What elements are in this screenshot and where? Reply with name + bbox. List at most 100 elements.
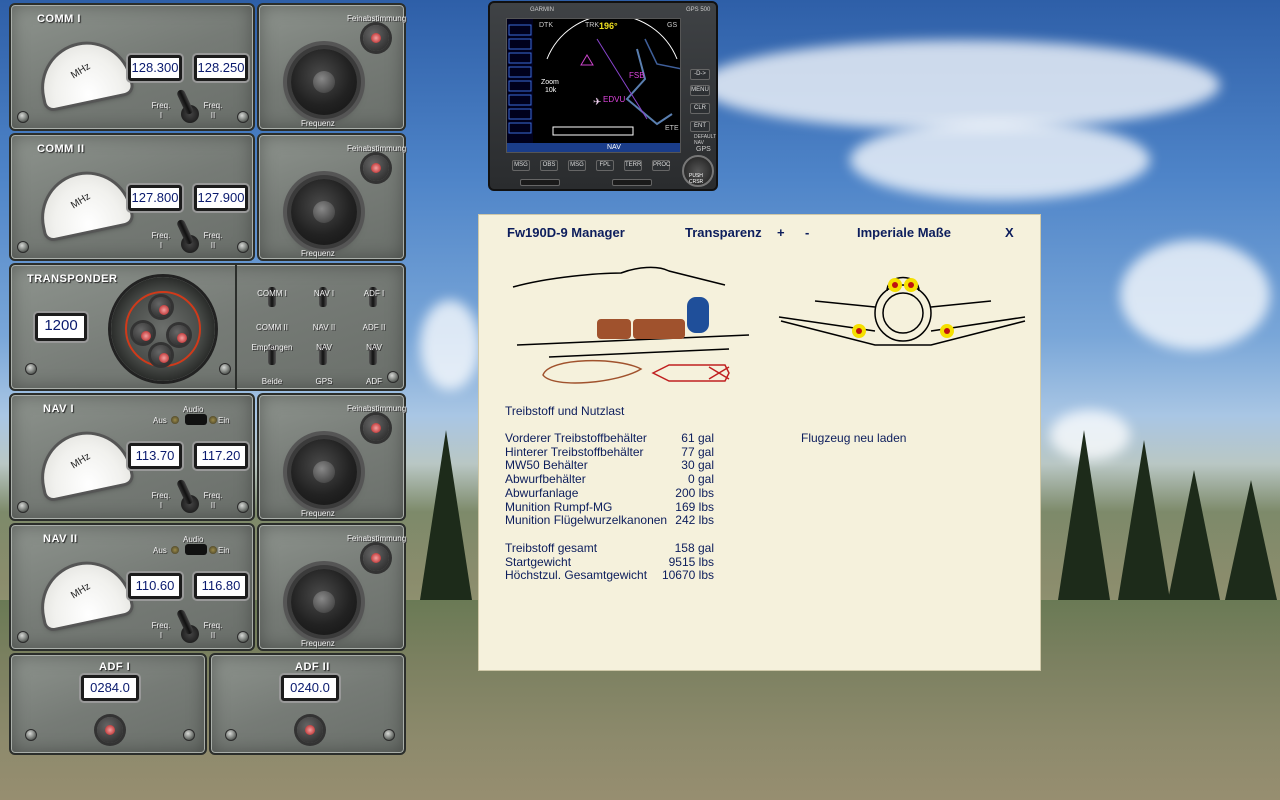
comm1-coarse-knob[interactable] [291, 49, 357, 115]
units-toggle-button[interactable]: Imperiale Maße [857, 225, 951, 240]
transponder-dial[interactable] [111, 277, 215, 381]
gps-nav-label: NAV [607, 144, 621, 151]
gps-push-crsr-label: PUSH CRSR [689, 173, 704, 185]
payload-row-value[interactable]: 61 gal [681, 431, 714, 445]
nav2-fine-label: Feinabstimmung [347, 534, 407, 543]
gps-btn-ent[interactable]: ENT [690, 121, 710, 132]
comm2-standby-freq[interactable]: 127.900 [194, 185, 248, 211]
gps-btn-bottom-2[interactable]: OBS [540, 160, 558, 171]
screw [237, 111, 249, 123]
gps-btn-direct[interactable]: -D-> [690, 69, 710, 80]
transponder-panel: TRANSPONDER 1200 COMM I COMM II NAV I NA… [9, 263, 406, 391]
switch-comm-label: COMM I COMM II [256, 289, 288, 332]
transparency-plus-button[interactable]: + [777, 225, 785, 240]
gps-btn-menu[interactable]: MENU [690, 85, 710, 96]
gps-btn-bottom-5[interactable]: TERR [624, 160, 642, 171]
gps-btn-bottom-6[interactable]: PROC [652, 160, 670, 171]
transponder-dial-ring [125, 291, 201, 367]
switch-nav-gps[interactable] [319, 345, 327, 365]
payload-row-value[interactable]: 200 lbs [675, 485, 714, 500]
switch-nav-select[interactable] [319, 287, 327, 307]
total-row-label: Höchstzul. Gesamtgewicht [505, 568, 648, 583]
comm1-fine-knob[interactable] [363, 25, 389, 51]
payload-row-label: Munition Rumpf-MG [505, 499, 613, 514]
comm2-freq-lever[interactable] [175, 218, 195, 246]
comm2-panel: COMM II MHz 127.800 127.900 Freq. I Freq… [9, 133, 255, 261]
rear-tank-icon[interactable] [633, 319, 685, 339]
nav1-fine-label: Feinabstimmung [347, 404, 407, 413]
gps-map [507, 19, 680, 152]
adf2-freq[interactable]: 0240.0 [281, 675, 339, 701]
adf1-freq[interactable]: 0284.0 [81, 675, 139, 701]
nav1-title: NAV I [43, 403, 75, 415]
transponder-knob-2[interactable] [133, 323, 153, 343]
comm2-coarse-knob[interactable] [291, 179, 357, 245]
gps-rocker-left[interactable] [520, 179, 560, 186]
gps-btn-bottom-1[interactable]: MSG [512, 160, 530, 171]
transponder-title: TRANSPONDER [27, 273, 118, 285]
payload-row-value[interactable]: 169 lbs [675, 499, 714, 514]
gps-btn-bottom-4[interactable]: FPL [596, 160, 614, 171]
comm1-freq-lever[interactable] [175, 88, 195, 116]
payload-row-value[interactable]: 0 gal [687, 472, 714, 487]
nav1-active-freq[interactable]: 113.70 [128, 443, 182, 469]
comm1-standby-freq[interactable]: 128.250 [194, 55, 248, 81]
nav2-active-freq[interactable]: 110.60 [128, 573, 182, 599]
front-tank-icon[interactable] [597, 319, 631, 339]
total-row-label: Startgewicht [505, 554, 572, 569]
nav1-fine-knob[interactable] [363, 415, 389, 441]
adf2-tune-knob[interactable] [297, 717, 323, 743]
gps-crsr-knob[interactable] [682, 155, 714, 187]
transponder-knob-3[interactable] [169, 325, 189, 345]
payload-row-label: Abwurfanlage [505, 485, 579, 500]
nav2-tuner-panel: Feinabstimmung Frequenz [257, 523, 406, 651]
tree [1058, 430, 1110, 600]
nav1-standby-freq[interactable]: 117.20 [194, 443, 248, 469]
nav2-panel: NAV II Audio Aus Ein MHz 110.60 116.80 F… [9, 523, 255, 651]
cloud [700, 40, 1220, 130]
gps-rocker-right[interactable] [612, 179, 652, 186]
payload-row-label: Vorderer Treibstoffbehälter [505, 431, 647, 445]
gps-screen[interactable]: DTK TRK 196° GS FSB EDVU ✈ Zoom 10k ETE … [506, 18, 681, 153]
screw [183, 729, 195, 741]
close-button[interactable]: X [1005, 225, 1014, 240]
payload-row-value[interactable]: 77 gal [681, 444, 714, 459]
nav1-coarse-knob[interactable] [291, 439, 357, 505]
nav1-audio-toggle[interactable] [185, 414, 207, 425]
mw50-tank-icon[interactable] [687, 297, 709, 333]
transponder-knob-1[interactable] [151, 297, 171, 317]
comm2-active-freq[interactable]: 127.800 [128, 185, 182, 211]
nav2-freq-lever[interactable] [175, 608, 195, 636]
nav2-coarse-label: Frequenz [301, 639, 335, 648]
drop-tank-icon[interactable] [542, 359, 643, 384]
nav2-coarse-knob[interactable] [291, 569, 357, 635]
screw [237, 501, 249, 513]
nav1-audio-lamp [209, 416, 217, 424]
adf1-tune-knob[interactable] [97, 717, 123, 743]
switch-adf-select[interactable] [369, 287, 377, 307]
switch-receive[interactable] [268, 345, 276, 365]
reload-aircraft-button[interactable]: Flugzeug neu laden [801, 431, 907, 445]
switch-comm-select[interactable] [268, 287, 276, 307]
transparency-minus-button[interactable]: - [805, 225, 810, 240]
nav2-standby-freq[interactable]: 116.80 [194, 573, 248, 599]
screw [237, 631, 249, 643]
nav1-audio-label: Audio [183, 405, 204, 414]
nav1-freq2-label: Freq. II [203, 491, 223, 510]
transponder-code[interactable]: 1200 [35, 313, 87, 341]
nav2-audio-toggle[interactable] [185, 544, 207, 555]
gps-btn-bottom-3[interactable]: MSG [568, 160, 586, 171]
transponder-knob-4[interactable] [151, 345, 171, 365]
aircraft-icon: ✈ [593, 97, 602, 108]
comm2-fine-knob[interactable] [363, 155, 389, 181]
payload-row-value[interactable]: 30 gal [681, 458, 714, 473]
payload-row-value[interactable]: 242 lbs [675, 513, 714, 528]
switch-nav-adf[interactable] [369, 345, 377, 365]
nav1-freq-lever[interactable] [175, 478, 195, 506]
screw [237, 241, 249, 253]
nav2-audio-off-label: Aus [153, 546, 167, 555]
nav2-fine-knob[interactable] [363, 545, 389, 571]
gps-btn-clr[interactable]: CLR [690, 103, 710, 114]
bomb-rack-icon[interactable] [651, 364, 730, 382]
comm1-active-freq[interactable]: 128.300 [128, 55, 182, 81]
